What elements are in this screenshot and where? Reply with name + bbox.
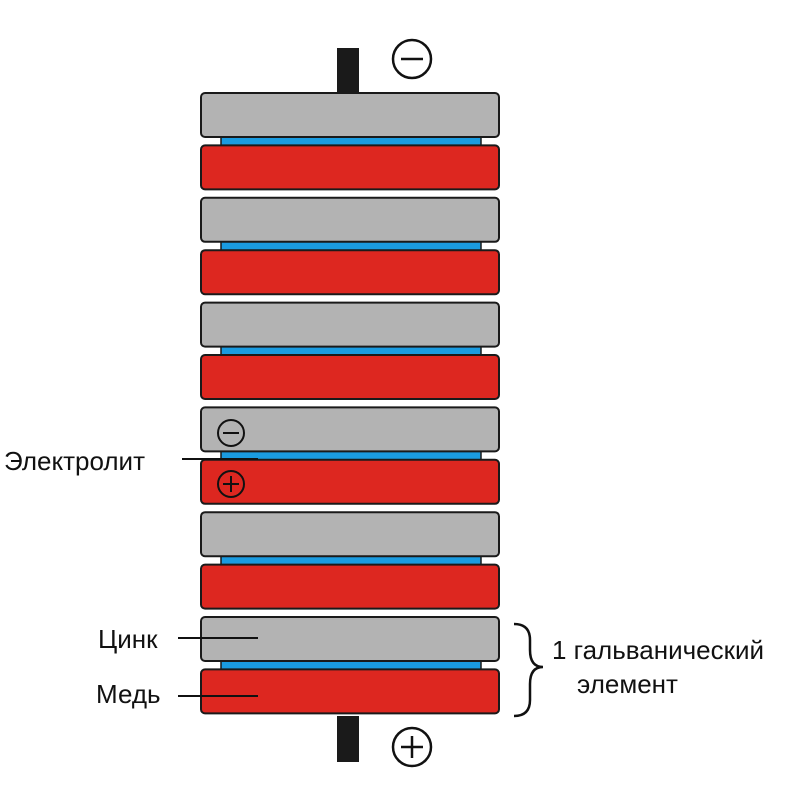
zinc-disk [200,301,500,348]
copper-disk [200,458,500,505]
bottom-terminal-rod [337,716,359,762]
copper-disk [200,144,500,191]
copper-disk [200,354,500,400]
galvanic-element-label-line2: элемент [577,669,678,699]
zinc-disk [200,406,500,453]
curly-brace-icon [513,622,544,718]
cell-minus-icon [217,419,245,447]
disk-stack [200,92,500,715]
zinc-disk [200,92,500,138]
electrolyte-label: Электролит [4,446,145,476]
cell-plus-icon [217,470,245,498]
zinc-disk [200,511,500,558]
plus-circle-icon [391,726,433,768]
zinc-disk [200,196,500,243]
minus-circle-icon [391,38,433,80]
copper-disk [200,668,500,715]
galvanic-element-label-line1: 1 гальванический [552,635,764,665]
zinc-label: Цинк [98,624,158,654]
copper-label: Медь [96,679,161,709]
top-terminal-rod [337,48,359,94]
copper-disk [200,563,500,610]
copper-disk [200,249,500,296]
